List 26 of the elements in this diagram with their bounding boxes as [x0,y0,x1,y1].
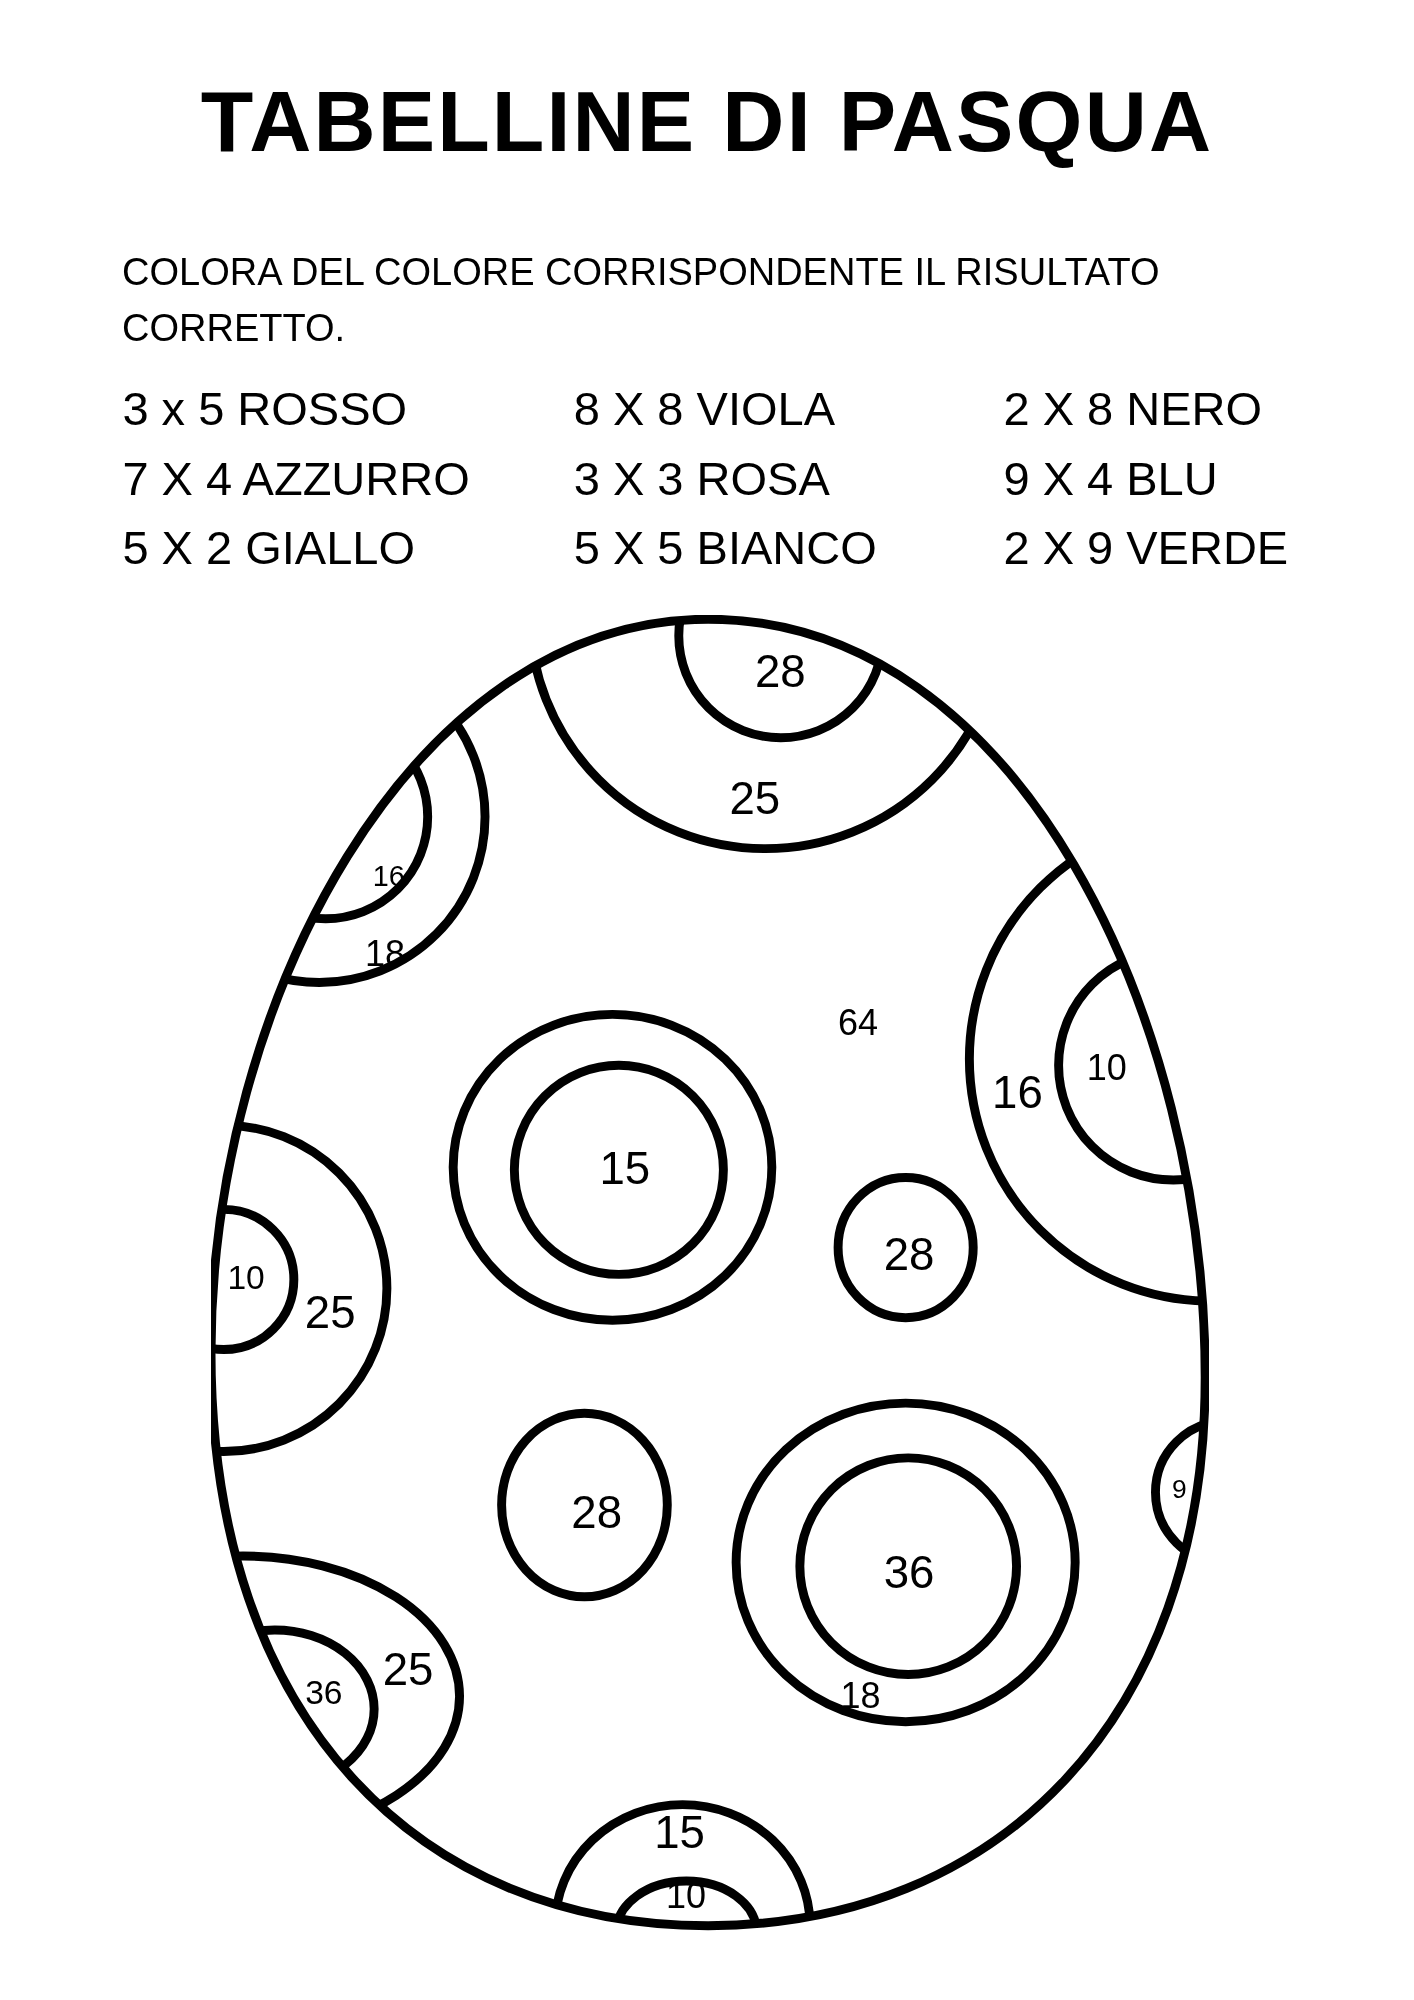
region-number: 10 [227,1260,265,1295]
region-number: 25 [382,1647,434,1694]
color-key-item: 2 X 8 NERO [1003,384,1263,432]
region-number: 25 [304,1290,356,1337]
color-key-item: 2 X 9 VERDE [1003,523,1289,571]
region-number: 25 [729,776,781,823]
region-number: 64 [838,1004,879,1041]
region-number: 28 [883,1231,935,1278]
region-number: 36 [305,1676,343,1710]
region-number: 28 [571,1490,623,1537]
instruction-text: COLORA DEL COLORE CORRISPONDENTE IL RISULTATO CORRETTO. [122,250,1161,351]
color-key-item: 8 X 8 VIOLA [573,384,835,432]
color-key-item: 9 X 4 BLU [1003,454,1218,502]
region-number: 15 [654,1810,705,1857]
region-number: 36 [883,1550,935,1597]
color-key-item: 3 X 3 ROSA [573,454,830,502]
region-number: 9 [1172,1476,1187,1503]
color-key-item: 5 X 5 BIANCO [573,523,877,571]
region-number: 15 [599,1146,651,1192]
region-number: 16 [992,1069,1043,1116]
region-number: 10 [1086,1050,1127,1087]
color-key-item: 3 x 5 ROSSO [122,384,408,432]
region-number: 28 [754,649,806,695]
region-number: 18 [840,1677,881,1714]
color-key-item: 7 X 4 AZZURRO [122,454,470,502]
color-key-item: 5 X 2 GIALLO [122,523,415,571]
